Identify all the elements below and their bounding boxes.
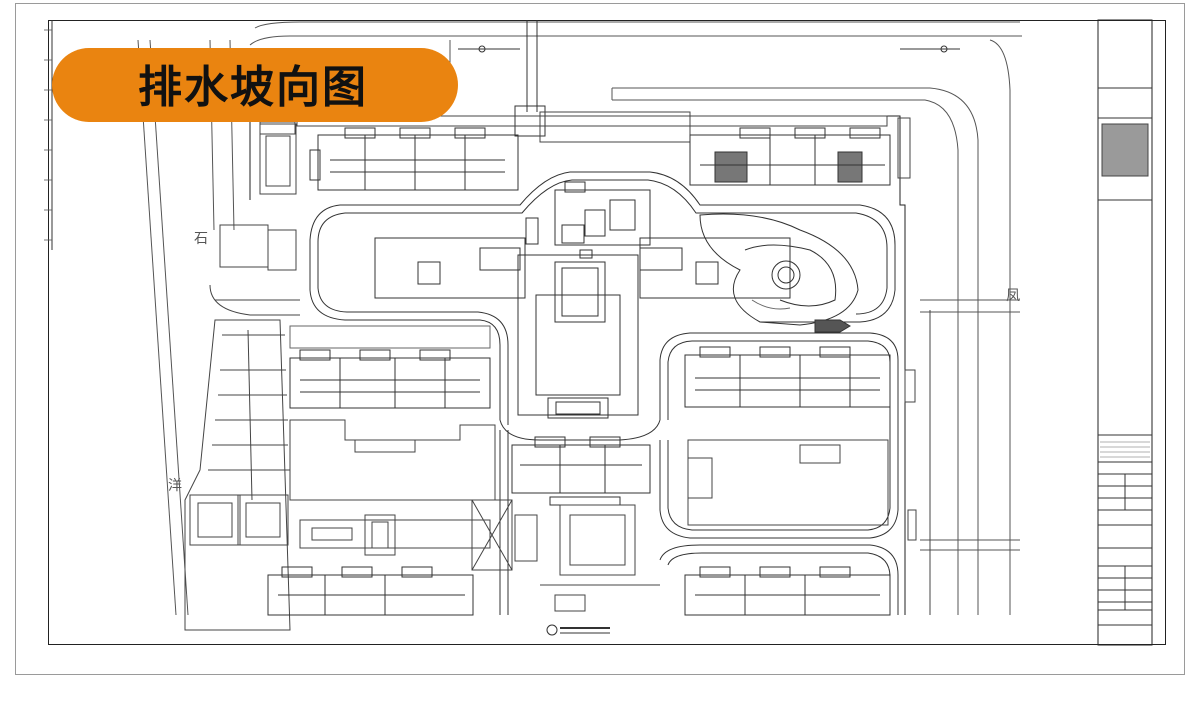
center-north-building: [554, 181, 651, 246]
road-centerline-marks: [458, 45, 960, 53]
street-label-west-bottom: 洋: [168, 478, 182, 494]
south-court: [540, 504, 660, 612]
east-lawn-area: [687, 439, 889, 526]
building-ne: [689, 127, 891, 186]
perimeter-roads: [137, 21, 1022, 616]
east-service-strip: [904, 310, 931, 615]
building-se: [684, 566, 891, 616]
building-sw: [267, 566, 474, 616]
left-strip-ticks: [44, 29, 52, 241]
west-lawn-area: [289, 419, 538, 571]
drawing-title: 排水坡向图: [138, 62, 368, 113]
central-ring-road: [309, 171, 899, 615]
ne-landscape-garden: [417, 213, 859, 333]
building-east-mid: [684, 346, 891, 408]
building-west-mid: [289, 325, 491, 409]
sheet-outer-border: [15, 3, 1185, 675]
street-label-west-top: 石: [194, 231, 208, 247]
building-center: [511, 436, 651, 506]
west-parking-strip: [184, 319, 291, 631]
street-label-east: 凤: [1006, 288, 1020, 304]
west-entrance-area: [209, 121, 300, 316]
drawing-frame: [48, 20, 1166, 645]
building-nw: [309, 127, 519, 191]
title-badge: [52, 48, 458, 122]
north-gate-axis: [514, 20, 546, 137]
title-block: [1097, 19, 1153, 646]
central-plaza: [374, 217, 791, 419]
drawing-caption-mark: [546, 624, 610, 636]
